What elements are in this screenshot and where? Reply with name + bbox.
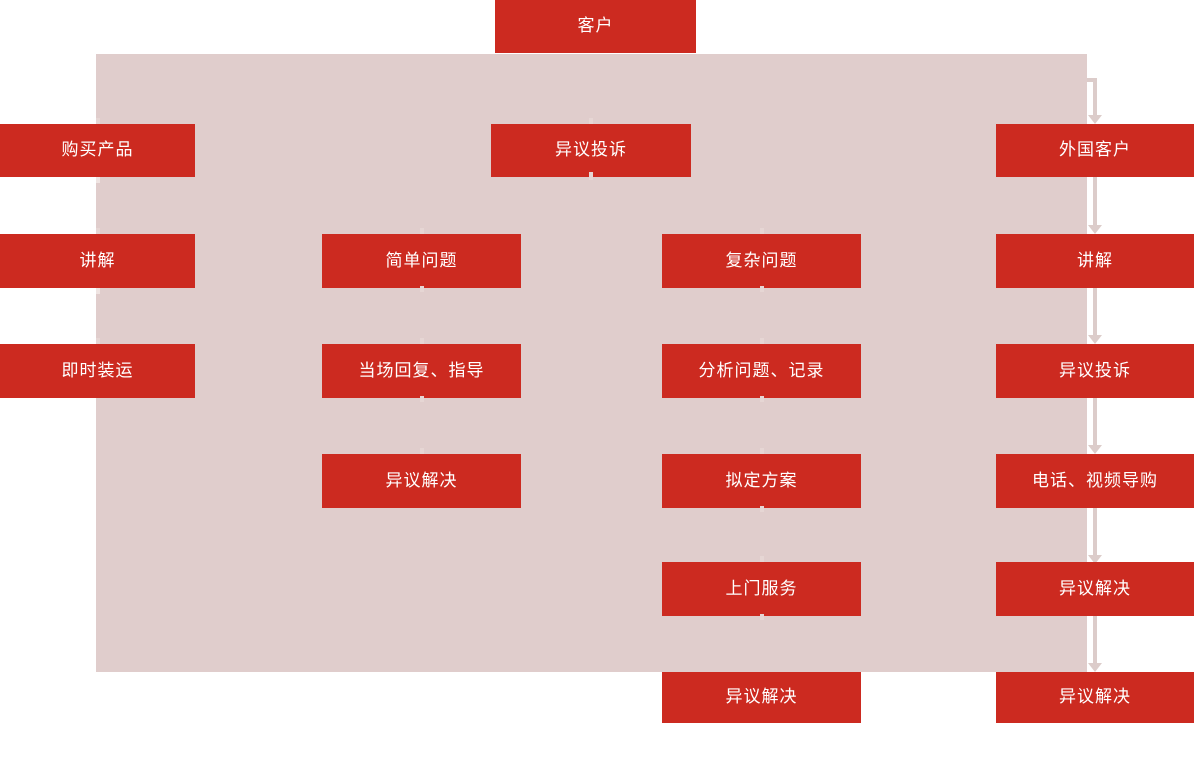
stub-above-resolve-simple	[420, 448, 424, 454]
connector-v-customer-to-foreign	[1093, 78, 1097, 121]
arrowhead-to-explain-right	[1088, 225, 1102, 234]
node-complaint-entry[interactable]: 异议投诉	[491, 124, 691, 177]
connector-guide-to-resolve	[1093, 508, 1097, 556]
node-resolve-complex[interactable]: 异议解决	[662, 672, 861, 723]
stub-below-draft-plan	[760, 506, 764, 512]
arrowhead-to-complaint-right	[1088, 335, 1102, 344]
stub-above-draft-plan	[760, 448, 764, 454]
node-complaint-right[interactable]: 异议投诉	[996, 344, 1194, 398]
node-foreign-customer[interactable]: 外国客户	[996, 124, 1194, 177]
stub-below-complex-issue	[760, 286, 764, 292]
node-simple-issue[interactable]: 简单问题	[322, 234, 521, 288]
node-explain-right[interactable]: 讲解	[996, 234, 1194, 288]
stub-above-instant-shipping	[96, 338, 100, 344]
stub-below-analyze-record	[760, 396, 764, 402]
node-explain-left[interactable]: 讲解	[0, 234, 195, 288]
connector-explain-to-complaint	[1093, 288, 1097, 336]
node-resolve-right-upper[interactable]: 异议解决	[996, 562, 1194, 616]
node-complex-issue[interactable]: 复杂问题	[662, 234, 861, 288]
stub-above-onsite-reply	[420, 338, 424, 344]
stub-below-complaint-entry	[589, 172, 593, 180]
node-onsite-reply[interactable]: 当场回复、指导	[322, 344, 521, 398]
node-resolve-right-final[interactable]: 异议解决	[996, 672, 1194, 723]
stub-above-analyze-record	[760, 338, 764, 344]
stub-below-onsite-service	[760, 614, 764, 620]
node-customer[interactable]: 客户	[495, 0, 696, 53]
stub-below-onsite-reply	[420, 396, 424, 402]
node-resolve-simple[interactable]: 异议解决	[322, 454, 521, 508]
node-instant-shipping[interactable]: 即时装运	[0, 344, 195, 398]
stub-below-simple-issue	[420, 286, 424, 292]
connector-complaint-to-guide	[1093, 398, 1097, 446]
stub-above-complaint-entry	[589, 118, 593, 124]
node-draft-plan[interactable]: 拟定方案	[662, 454, 861, 508]
stub-above-explain-left	[96, 228, 100, 234]
connector-foreign-to-explain	[1093, 177, 1097, 225]
connector-resolve-to-resolve-final	[1093, 616, 1097, 664]
stub-above-buy-product	[96, 118, 100, 124]
node-phone-video-guide[interactable]: 电话、视频导购	[996, 454, 1194, 508]
connector-h-customer-to-foreign	[1087, 78, 1097, 82]
stub-above-simple-issue	[420, 228, 424, 234]
arrowhead-to-resolve-final	[1088, 663, 1102, 672]
node-onsite-service[interactable]: 上门服务	[662, 562, 861, 616]
arrowhead-to-guide-right	[1088, 445, 1102, 454]
stub-below-buy-product	[96, 177, 100, 183]
stub-above-onsite-service	[760, 556, 764, 562]
node-analyze-record[interactable]: 分析问题、记录	[662, 344, 861, 398]
stub-below-explain-left	[96, 288, 100, 294]
arrowhead-to-resolve-right	[1088, 555, 1102, 564]
arrowhead-to-foreign-customer	[1088, 115, 1102, 124]
node-buy-product[interactable]: 购买产品	[0, 124, 195, 177]
stub-above-complex-issue	[760, 228, 764, 234]
